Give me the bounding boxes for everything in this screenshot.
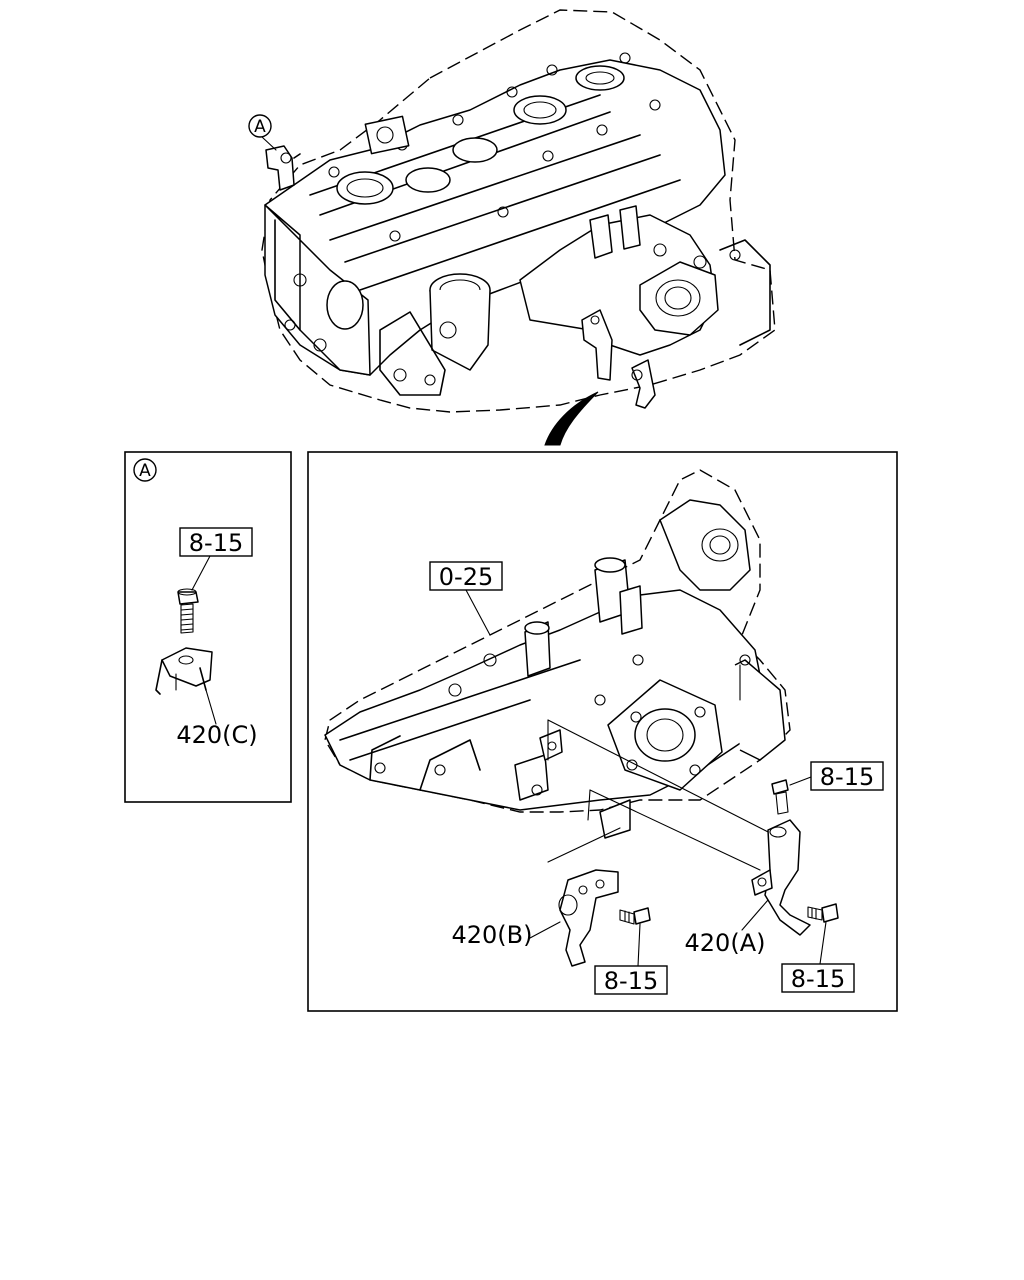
bracket-a-icon	[751, 819, 811, 936]
bracket-a-label: 420(A)	[685, 929, 766, 957]
bolt-icon-bottom-right	[807, 903, 839, 923]
inset-part-label: 420(C)	[176, 721, 257, 749]
bracket-b-icon	[558, 869, 619, 967]
manifold-ref: 0-25	[439, 563, 493, 591]
bolt-ref-bottom-center: 8-15	[604, 967, 658, 995]
inset-bracket-icon	[155, 647, 213, 695]
main-detail: 0-25 8-15	[307, 451, 898, 1012]
inset-marker: A	[139, 461, 151, 481]
detail-marker-circle	[248, 114, 272, 138]
engine-head-illustration	[261, 9, 776, 413]
inset-detail-a: A 8-15 420(C)	[124, 451, 292, 803]
bolt-icon-bottom-center	[619, 907, 651, 925]
bolt-ref-bottom-right: 8-15	[791, 965, 845, 993]
inset-bolt-ref: 8-15	[189, 529, 243, 557]
bolt-icon-top-right	[771, 779, 789, 815]
detail-marker: A	[254, 117, 266, 137]
inset-bolt-icon	[177, 588, 199, 634]
bracket-b-label: 420(B)	[452, 921, 533, 949]
bolt-ref-top-right: 8-15	[820, 763, 874, 791]
detail-arrow	[544, 391, 599, 446]
